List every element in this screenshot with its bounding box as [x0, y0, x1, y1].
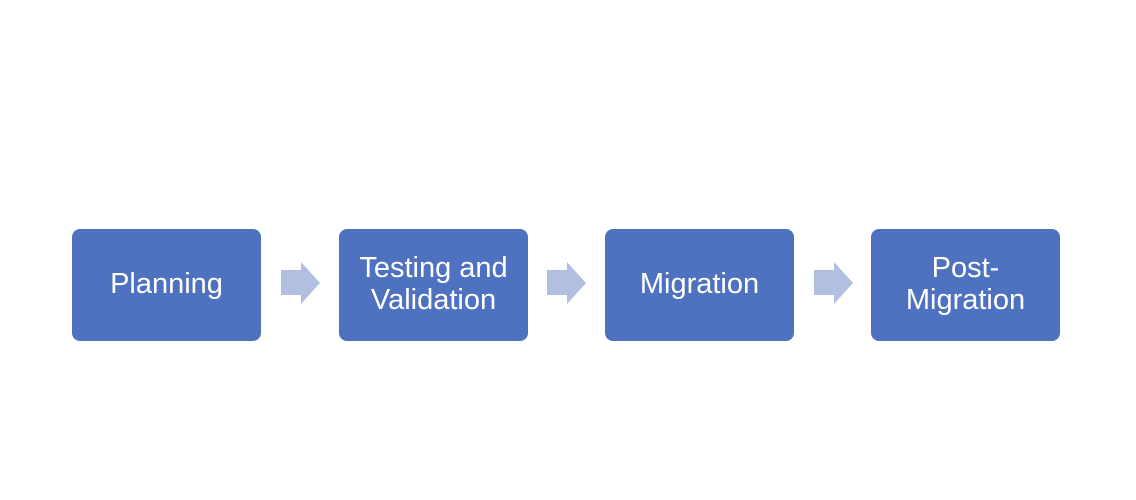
step-post-migration: Post-Migration	[871, 229, 1060, 341]
step-testing-and-validation: Testing and Validation	[339, 229, 528, 341]
step-label: Planning	[110, 268, 223, 301]
step-label: Post-Migration	[905, 252, 1026, 316]
step-label: Testing and Validation	[359, 252, 508, 316]
step-migration: Migration	[605, 229, 794, 341]
right-arrow-icon	[814, 262, 853, 304]
right-arrow-icon	[547, 262, 586, 304]
right-arrow-icon	[281, 262, 320, 304]
step-planning: Planning	[72, 229, 261, 341]
step-label: Migration	[639, 268, 760, 301]
